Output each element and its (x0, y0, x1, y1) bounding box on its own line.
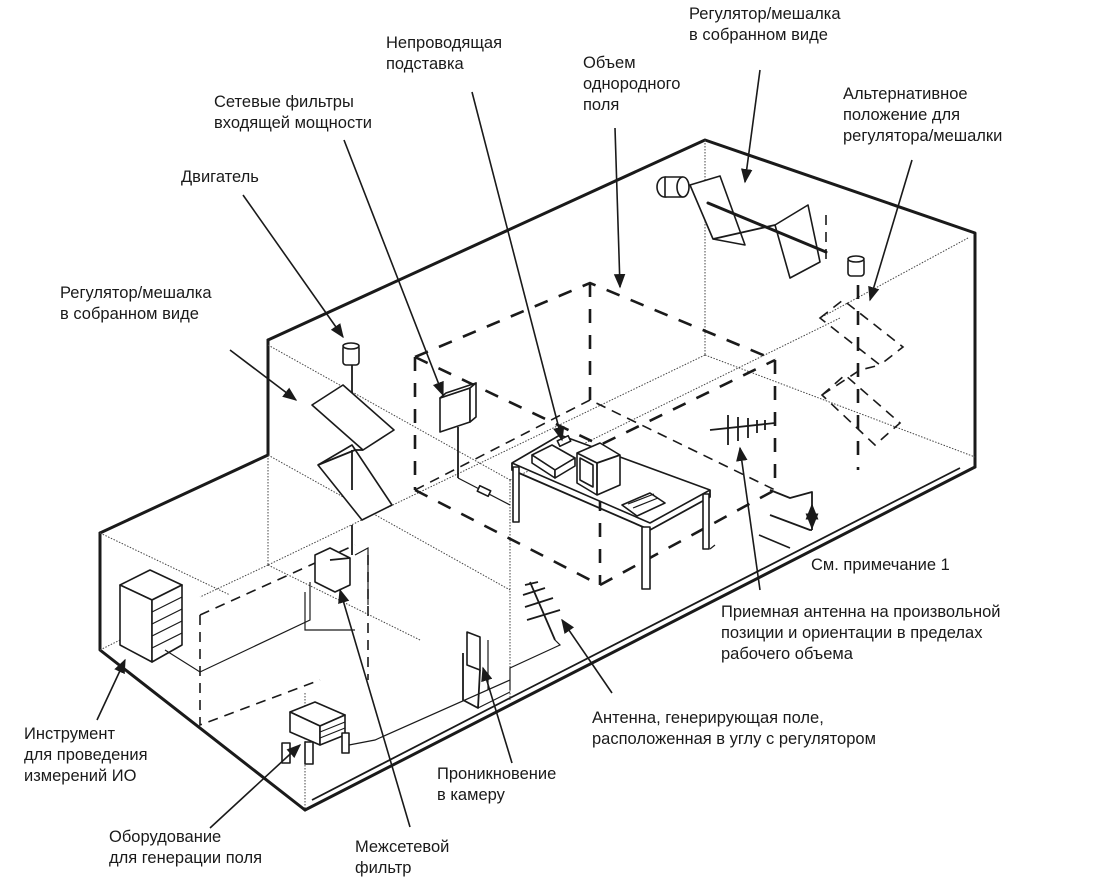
label-non-conductive-stand: Непроводящая подставка (386, 34, 503, 73)
printer (531, 434, 576, 479)
leader-non-conductive-stand (471, 91, 565, 442)
leader-bulkhead-filter (338, 588, 411, 828)
instrument-rack (119, 569, 311, 673)
leader-field-antenna (561, 618, 613, 694)
bulkhead-filter (304, 546, 369, 631)
computer-monitor (576, 442, 621, 496)
label-stirrer-left: Регулятор/мешалка в собранном виде (60, 284, 212, 323)
signal-generator (281, 679, 511, 765)
label-motor: Двигатель (181, 168, 259, 186)
label-bulkhead-filter: Межсетевой фильтр (355, 838, 450, 877)
label-see-note-1: См. примечание 1 (811, 556, 950, 574)
label-stirrer-top: Регулятор/мешалка в собранном виде (689, 5, 841, 44)
leader-motor (242, 194, 344, 339)
leader-alt-stirrer (868, 159, 913, 302)
transmitting-antenna (509, 581, 562, 690)
leader-instrument (96, 658, 126, 721)
stirrer-alternative (818, 285, 905, 470)
leader-field-equipment (209, 744, 302, 829)
leader-stirrer-left (229, 349, 298, 401)
label-receiving-antenna: Приемная антенна на произвольной позиции… (721, 603, 1001, 663)
leader-receiving-antenna (736, 446, 761, 591)
label-alternative-stirrer-position: Альтернативное положение для регулятора/… (843, 85, 1003, 145)
leader-penetration (481, 666, 513, 764)
chamber-shell (266, 138, 977, 812)
label-measurement-instrument: Инструмент для проведения измерений ИО (24, 725, 148, 785)
stirrer-horizontal (656, 175, 865, 279)
leader-lines (96, 69, 913, 829)
leader-see-note (758, 534, 791, 549)
leader-uniform-field (613, 127, 626, 289)
leader-stirrer-top (741, 69, 761, 184)
receiving-antenna (709, 415, 819, 531)
label-chamber-penetration: Проникновение в камеру (437, 765, 557, 804)
penetration-panel (462, 631, 511, 709)
power-filter-box (439, 382, 511, 506)
label-power-line-filters: Сетевые фильтры входящей мощности (214, 93, 372, 132)
leader-power-filters (343, 139, 444, 397)
keyboard (621, 492, 666, 517)
label-field-generating-antenna: Антенна, генерирующая поле, расположенна… (592, 709, 876, 748)
uniform-field-volume (413, 281, 777, 587)
label-uniform-field-volume: Объем однородного поля (583, 54, 681, 114)
label-field-generation-equipment: Оборудование для генерации поля (109, 828, 263, 867)
stirrer-vertical (311, 342, 395, 555)
